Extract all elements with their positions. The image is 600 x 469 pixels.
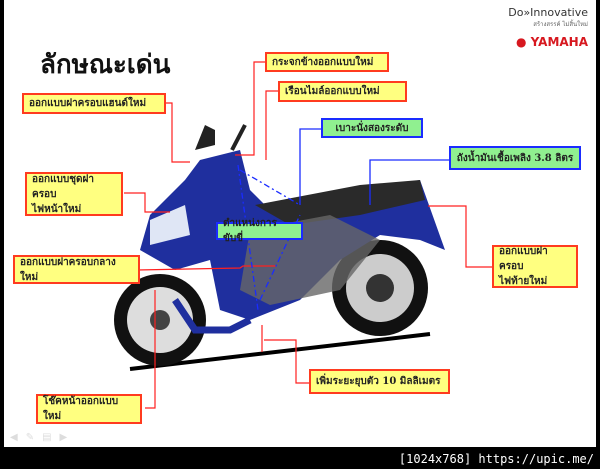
label-mirror: กระจกข้างออกแบบใหม่ (265, 52, 389, 72)
label-riding-position: ตำแหน่งการขับขี่ (216, 218, 303, 244)
label-seat: เบาะนั่งสองระดับ (321, 118, 423, 138)
label-suspension: เพิ่มระยะยุบตัว 10 มิลลิเมตร (309, 369, 450, 394)
label-front-fork: โช๊คหน้าออกแบบใหม่ (36, 394, 142, 424)
slideshow-nav[interactable]: ◀✎▤▶ (10, 432, 75, 443)
brand-tagline: Do»Innovative (508, 6, 588, 19)
label-taillight-cover-line1: ออกแบบฝาครอบ (499, 246, 548, 272)
page-title: ลักษณะเด่น (40, 50, 171, 80)
label-taillight-cover: ออกแบบฝาครอบ ไฟท้ายใหม่ (492, 245, 578, 288)
next-arrow-icon[interactable]: ▶ (59, 432, 76, 443)
label-headlight-cover-line2: ไฟหน้าใหม่ (32, 203, 82, 215)
label-meter: เรือนไมล์ออกแบบใหม่ (278, 81, 407, 102)
label-taillight-cover-line2: ไฟท้ายใหม่ (499, 276, 548, 287)
yamaha-logo-text: YAMAHA (530, 35, 588, 49)
slide: ลักษณะเด่น Do»Innovative สร้างสรรค์ ไม่ส… (4, 0, 596, 447)
label-headlight-cover-line1: ออกแบบชุดฝาครอบ (32, 173, 94, 200)
headlight (150, 205, 190, 245)
menu-icon[interactable]: ▤ (42, 432, 60, 443)
label-headlight-cover: ออกแบบชุดฝาครอบ ไฟหน้าใหม่ (25, 172, 123, 216)
brand-tagline-sub: สร้างสรรค์ ไม่สิ้นใหม่ (533, 21, 588, 28)
label-center-cover: ออกแบบฝาครอบกลางใหม่ (13, 255, 140, 284)
yamaha-logo: ● YAMAHA (515, 35, 588, 49)
label-fuel-tank: ถังน้ำมันเชื้อเพลิง 3.8 ลิตร (449, 146, 581, 170)
pen-icon[interactable]: ✎ (25, 432, 43, 443)
prev-arrow-icon[interactable]: ◀ (10, 432, 26, 443)
watermark: [1024x768] https://upic.me/ (398, 452, 594, 466)
label-handle-cover: ออกแบบฝาครอบแฮนด์ใหม่ (22, 93, 166, 114)
seat (255, 180, 425, 225)
ground-line (129, 332, 431, 371)
brand-logo: Do»Innovative สร้างสรรค์ ไม่สิ้นใหม่ ● Y… (508, 6, 588, 49)
